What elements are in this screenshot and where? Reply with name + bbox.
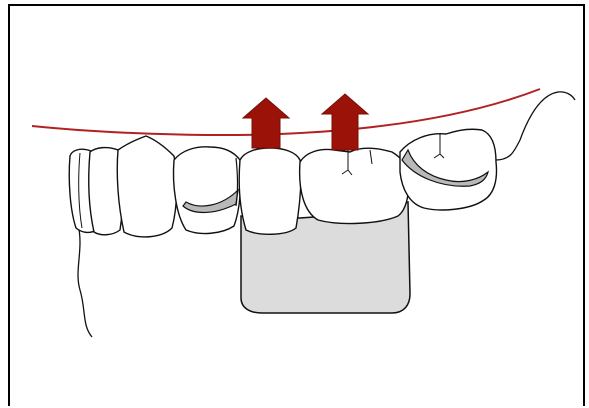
left-abutment-teeth: [69, 136, 241, 237]
replacement-tooth-2: [300, 148, 409, 223]
occlusal-plane-line: [32, 89, 540, 135]
gingiva-outline-right: [496, 92, 575, 160]
gingiva-outline-left: [78, 224, 92, 337]
upward-arrow-2: [322, 94, 368, 150]
upward-arrow-1: [243, 98, 289, 148]
replacement-tooth-1: [239, 148, 301, 234]
